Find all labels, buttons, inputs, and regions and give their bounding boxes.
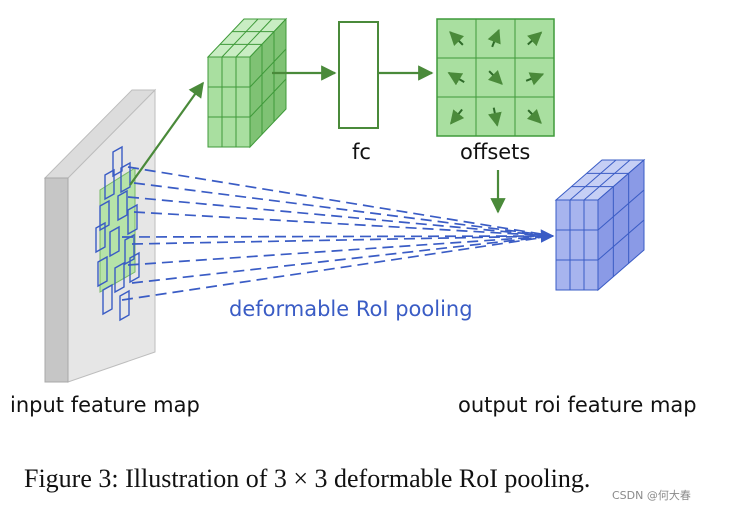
green-cube-top-grid <box>221 18 259 58</box>
sampling-bin <box>114 261 125 294</box>
sampling-bin <box>97 255 108 288</box>
green-cube-side-grid <box>249 48 287 88</box>
deformable-pooling-lines <box>121 166 555 301</box>
sampling-bin <box>119 289 130 322</box>
input-feature-map-label: input feature map <box>10 393 200 417</box>
green-cube-cell <box>207 56 223 88</box>
pooling-dash-line <box>131 235 554 245</box>
offset-arrow <box>487 28 501 48</box>
output-cube-top-grid <box>569 159 617 201</box>
offset-arrow <box>447 72 465 86</box>
green-cube-top-grid <box>235 18 273 58</box>
sampling-bin <box>112 145 123 178</box>
watermark: CSDN @何大春 <box>612 488 691 502</box>
roi-feature-cube <box>206 17 288 149</box>
sampling-bin <box>117 189 128 222</box>
green-cube-cell <box>207 116 223 148</box>
output-cube-cell <box>569 259 585 291</box>
offset-arrow <box>527 109 542 124</box>
sampling-bin <box>95 221 106 254</box>
offset-arrow <box>488 70 503 85</box>
roi-region <box>99 167 136 293</box>
deformable-roi-pooling-label: deformable RoI pooling <box>229 297 473 321</box>
output-cube-cell <box>583 229 599 261</box>
output-cube-side-grid <box>597 189 645 231</box>
green-cube-cell <box>235 86 251 118</box>
offsets-grid <box>436 18 555 137</box>
pooling-dash-line <box>127 196 554 237</box>
deformed-sampling-bins <box>95 145 140 322</box>
pooling-dash-line <box>127 235 554 266</box>
output-cube-top-grid <box>583 159 631 201</box>
sampling-bin <box>102 283 113 316</box>
pooling-dash-line <box>131 235 554 284</box>
output-roi-feature-cube <box>554 158 646 292</box>
pooling-dash-line <box>127 166 554 237</box>
sampling-bin <box>104 168 115 201</box>
offset-cell <box>514 96 555 137</box>
sampling-bin <box>127 203 138 236</box>
output-cube-cell <box>583 199 599 231</box>
pooling-dash-line <box>133 182 554 237</box>
pooling-dash-line <box>133 211 554 237</box>
output-cube-cell <box>555 259 571 291</box>
output-cube-cell <box>569 199 585 231</box>
figure-caption: Figure 3: Illustration of 3 × 3 deformab… <box>24 464 590 493</box>
green-cube-cell <box>221 86 237 118</box>
arrow-roi-to-features <box>129 81 204 186</box>
offset-arrow <box>450 108 465 125</box>
green-cube-cell <box>235 116 251 148</box>
green-cube-cell <box>207 86 223 118</box>
fc-label: fc <box>352 140 371 164</box>
offset-arrow <box>527 31 543 47</box>
output-cube-cell <box>555 229 571 261</box>
offset-arrow <box>487 107 502 127</box>
sampling-bin <box>129 251 140 284</box>
sampling-bin <box>99 199 110 232</box>
output-cube-side-grid <box>597 219 645 261</box>
sampling-bin <box>109 225 120 258</box>
green-cube-cell <box>235 56 251 88</box>
offset-arrow <box>525 72 545 86</box>
pooling-dash-line <box>121 235 554 301</box>
green-cube-cell <box>221 116 237 148</box>
green-cube-cell <box>221 56 237 88</box>
output-cube-cell <box>555 199 571 231</box>
green-cube-side-grid <box>249 78 287 118</box>
offset-arrow <box>449 31 464 46</box>
output-roi-feature-map-label: output roi feature map <box>458 393 697 417</box>
pooling-dash-line <box>121 229 555 243</box>
offsets-label: offsets <box>460 140 530 164</box>
sampling-bin <box>120 161 131 194</box>
fc-layer-box <box>338 21 379 129</box>
output-cube-cell <box>583 259 599 291</box>
output-cube-cell <box>569 229 585 261</box>
